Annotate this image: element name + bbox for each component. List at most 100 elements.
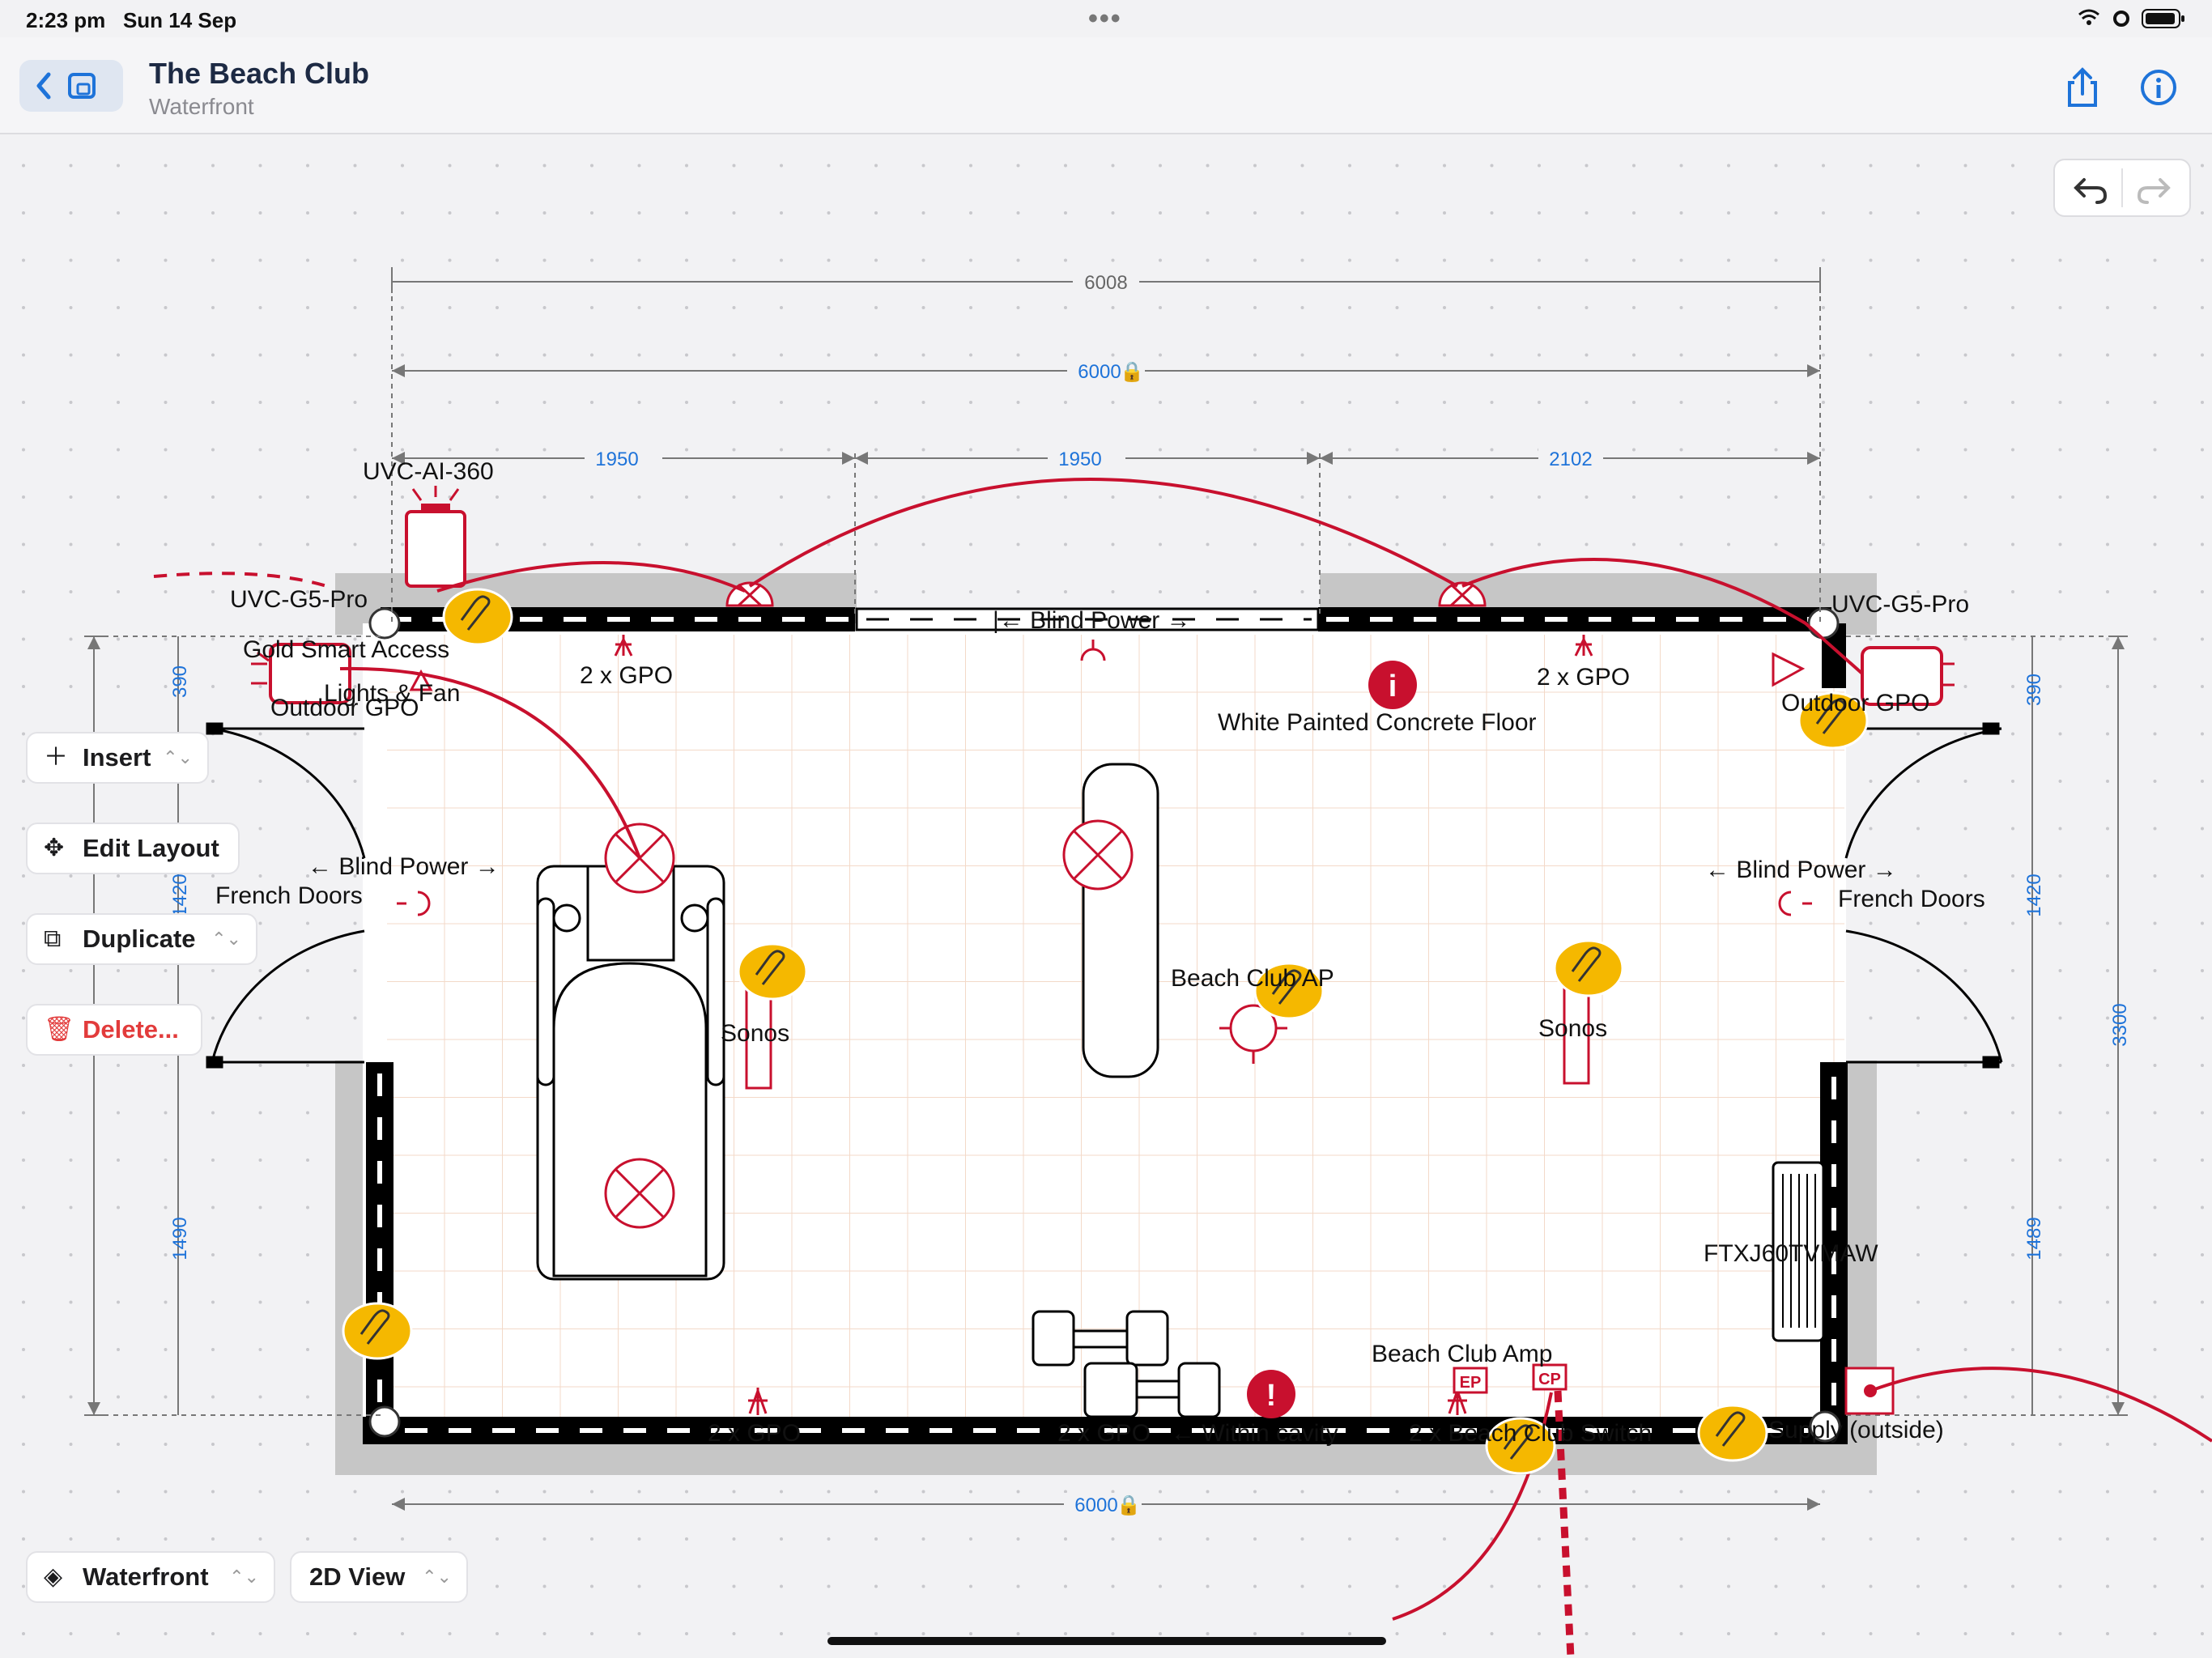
trash-icon: 🗑 xyxy=(44,1016,75,1043)
access-point-symbol[interactable] xyxy=(1219,1004,1287,1064)
label-gpo-bottom-2: 2 x GPO xyxy=(1057,1420,1151,1447)
gpo-symbols[interactable] xyxy=(614,635,1593,1415)
dim-overall-width: 6008 xyxy=(1084,272,1127,294)
french-doors-right[interactable] xyxy=(1844,722,2003,1069)
duplicate-icon: ⧉ xyxy=(44,925,62,952)
paperclip-icon xyxy=(1253,962,1325,1020)
french-doors-left[interactable] xyxy=(206,722,366,1069)
label-french-right: French Doors xyxy=(1838,886,1985,912)
label-blind-left: ← Blind Power → xyxy=(308,853,500,880)
label-sonos-right: Sonos xyxy=(1538,1015,1607,1042)
lock-icon: 🔒 xyxy=(1117,1494,1141,1516)
status-bar: 2:23 pm Sun 14 Sep ••• xyxy=(0,0,2212,37)
status-time: 2:23 pm Sun 14 Sep xyxy=(26,8,237,32)
status-icons xyxy=(2074,6,2188,36)
info-icon: i xyxy=(1389,670,1397,704)
label-aircon: FTXJ60TVMAW xyxy=(1704,1240,1878,1267)
paperclip-icon xyxy=(737,942,808,1001)
ep-cp-boxes[interactable] xyxy=(1453,1363,1568,1394)
home-indicator[interactable] xyxy=(827,1637,1386,1645)
paperclip-icon xyxy=(1553,939,1624,997)
level-selector[interactable]: ◈ Waterfront ⌃⌄ xyxy=(26,1551,275,1603)
info-markers[interactable]: i ! xyxy=(1247,661,1417,1418)
dim-right-top: 390 xyxy=(2023,674,2045,706)
chevron-updown-icon: ⌃⌄ xyxy=(163,747,193,767)
undo-button[interactable] xyxy=(2066,165,2115,210)
dim-right-bottom: 1489 xyxy=(2023,1217,2045,1260)
label-blind-top: |← Blind Power → xyxy=(993,607,1191,634)
back-button[interactable] xyxy=(19,60,123,112)
bench-furniture[interactable] xyxy=(1082,763,1159,1078)
page-title: The Beach Club xyxy=(149,57,370,90)
dumbbells-furniture[interactable] xyxy=(1032,1310,1221,1418)
share-icon xyxy=(2068,67,2097,107)
aircon-unit[interactable] xyxy=(1772,1161,1825,1342)
dim-segment-3: 2102 xyxy=(1549,449,1592,470)
warning-icon: ! xyxy=(1266,1379,1277,1413)
multitasking-dots-icon[interactable]: ••• xyxy=(1088,3,1122,34)
label-french-left: French Doors xyxy=(215,882,363,909)
info-icon xyxy=(2141,70,2176,105)
redo-button[interactable] xyxy=(2129,165,2178,210)
label-floor: White Painted Concrete Floor xyxy=(1218,709,1537,736)
view-mode-selector[interactable]: 2D View ⌃⌄ xyxy=(290,1551,468,1603)
label-beach-ap: Beach Club AP xyxy=(1171,965,1334,992)
label-supply: Supply (outside) xyxy=(1768,1417,1944,1443)
dim-inner-width: 6000 xyxy=(1078,361,1121,383)
floor-plan-canvas[interactable]: 6008 6000 🔒 1950 1950 2102 6000 🔒 390 14… xyxy=(0,134,2212,1658)
back-chevron-icon xyxy=(36,72,96,100)
chevron-updown-icon: ⌃⌄ xyxy=(422,1567,452,1587)
camera-uvc-g5-right[interactable] xyxy=(1772,646,1955,706)
paperclip-icon xyxy=(342,1302,413,1360)
dim-segment-2: 1950 xyxy=(1058,449,1101,470)
label-sonos-left: Sonos xyxy=(721,1020,789,1047)
share-button[interactable] xyxy=(2060,65,2105,110)
blind-power-points[interactable] xyxy=(397,640,1812,916)
label-amp: Beach Club Amp xyxy=(1372,1341,1552,1367)
label-blind-right: ← Blind Power → xyxy=(1705,857,1897,883)
delete-button[interactable]: 🗑 Delete... xyxy=(26,1004,202,1056)
label-gpo-top-left: 2 x GPO xyxy=(580,662,673,689)
dim-bottom-width: 6000 xyxy=(1074,1494,1117,1516)
label-within-cavity: ← Within cavity xyxy=(1171,1420,1338,1447)
dim-left-bottom: 1490 xyxy=(169,1217,191,1260)
label-camera-left: UVC-G5-Pro xyxy=(230,586,368,613)
label-camera-ai360: UVC-AI-360 xyxy=(363,458,494,485)
chevron-updown-icon: ⌃⌄ xyxy=(211,929,241,949)
label-lights-fan: Lights & Fan xyxy=(324,680,460,707)
redo-icon xyxy=(2137,178,2171,204)
attachment-pins[interactable] xyxy=(342,588,1869,1475)
label-gpo-bottom-1: 2 x GPO xyxy=(708,1420,801,1447)
sockets-wall-half-circles[interactable] xyxy=(725,581,1487,607)
paperclip-icon xyxy=(1697,1404,1768,1462)
label-camera-right: UVC-G5-Pro xyxy=(1831,591,1969,618)
dim-right-mid: 1420 xyxy=(2023,874,2045,916)
undo-icon xyxy=(2074,178,2108,204)
dim-right-overall: 3300 xyxy=(2109,1003,2131,1046)
camera-uvc-ai-360[interactable] xyxy=(405,486,466,588)
page-subtitle: Waterfront xyxy=(149,94,254,119)
dim-segment-1: 1950 xyxy=(595,449,638,470)
dim-left-mid: 1420 xyxy=(169,874,191,916)
lock-icon: 🔒 xyxy=(1120,361,1144,383)
dimension-lines xyxy=(84,267,2128,1505)
label-gold-access: Gold Smart Access xyxy=(243,636,449,663)
paperclip-icon xyxy=(1797,691,1869,750)
paperclip-icon xyxy=(442,588,513,646)
label-outdoor-gpo-right: Outdoor GPO xyxy=(1781,690,1929,716)
info-button[interactable] xyxy=(2136,65,2181,110)
plus-icon: ＋ xyxy=(44,744,68,771)
wifi-battery-icon xyxy=(2078,9,2184,28)
edit-layout-button[interactable]: ✥ Edit Layout xyxy=(26,823,240,874)
insert-button[interactable]: ＋ Insert ⌃⌄ xyxy=(26,732,209,784)
camera-uvc-g5-left[interactable] xyxy=(251,643,351,704)
cp-label: CP xyxy=(1538,1371,1561,1388)
outdoor-gpo-left[interactable] xyxy=(409,669,433,691)
navigation-header: The Beach Club Waterfront xyxy=(0,37,2212,134)
duplicate-button[interactable]: ⧉ Duplicate ⌃⌄ xyxy=(26,913,257,965)
ep-label: EP xyxy=(1460,1374,1482,1392)
label-gpo-bottom-3: 2 x Beach Club Switch xyxy=(1409,1420,1652,1447)
sonos-speakers[interactable] xyxy=(745,986,1590,1090)
supply-marker[interactable] xyxy=(1844,1367,1895,1415)
layers-icon: ◈ xyxy=(44,1563,63,1590)
